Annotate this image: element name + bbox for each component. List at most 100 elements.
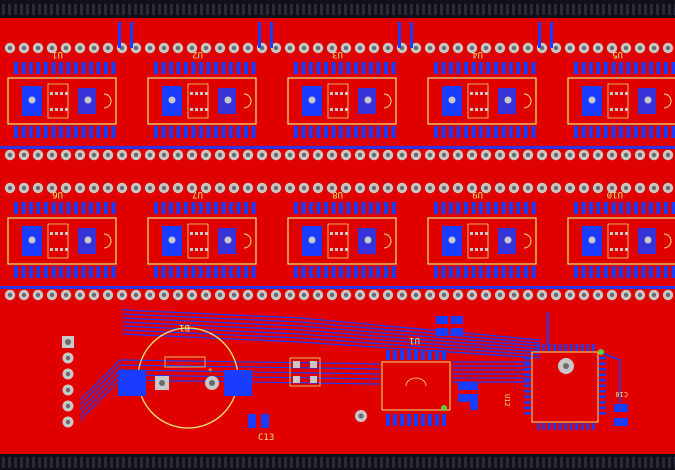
pin-drill — [371, 185, 377, 191]
module-pad — [66, 266, 71, 278]
pin-drill — [357, 185, 363, 191]
battery-b1[interactable]: B1 + — [118, 322, 252, 429]
module-pad — [441, 126, 446, 138]
pin-drill — [595, 152, 601, 158]
module-pad — [354, 126, 358, 138]
edge-pin — [614, 457, 617, 468]
ic-pin — [428, 350, 432, 360]
edge-pin — [242, 457, 245, 468]
left-connector[interactable] — [62, 336, 74, 428]
module-pad — [214, 126, 218, 138]
edge-pin — [482, 457, 485, 468]
module-pad — [604, 126, 608, 138]
edge-pin — [596, 457, 599, 468]
pin-drill — [441, 45, 447, 51]
edge-pin — [524, 4, 527, 15]
module-pad — [169, 62, 173, 74]
inner-pad — [470, 108, 473, 111]
ic-pin — [414, 414, 418, 426]
edge-pin — [578, 457, 581, 468]
module-pad — [316, 202, 321, 214]
module-pad — [191, 266, 196, 278]
qfp-pin — [599, 401, 606, 404]
module-pad — [531, 126, 536, 138]
inner-pad — [615, 108, 618, 111]
qfp-pin — [592, 344, 595, 351]
inner-pad — [480, 248, 483, 251]
pin-drill — [511, 185, 517, 191]
module-pad — [324, 202, 328, 214]
edge-pin — [620, 457, 623, 468]
pin-drill — [217, 185, 223, 191]
capacitor-c13[interactable]: C13 — [248, 414, 274, 443]
pin-drill — [49, 45, 55, 51]
pin-drill — [119, 185, 125, 191]
mcu-qfp[interactable] — [524, 344, 606, 430]
pin-drill — [91, 45, 97, 51]
pin-drill — [35, 185, 41, 191]
edge-pin — [14, 4, 17, 15]
module-pad — [66, 62, 71, 74]
inner-pad — [485, 108, 488, 111]
module-pad — [236, 126, 241, 138]
inner-pad — [480, 108, 483, 111]
module-pad — [339, 202, 343, 214]
edge-pin — [116, 4, 119, 15]
module-pad — [104, 62, 108, 74]
edge-pin — [74, 4, 77, 15]
edge-pin — [206, 457, 209, 468]
inner-via — [28, 96, 36, 104]
inner-pad — [340, 92, 343, 95]
pin-drill — [231, 185, 237, 191]
module-pad — [434, 62, 438, 74]
qfp-pin — [524, 368, 531, 371]
connector-drill — [65, 419, 71, 425]
edge-pin — [458, 457, 461, 468]
module-pad — [229, 202, 233, 214]
capacitor-c12[interactable] — [436, 316, 463, 336]
capacitor-c10[interactable]: C10 — [614, 390, 628, 426]
pin-drill — [651, 152, 657, 158]
pin-drill — [203, 185, 209, 191]
edge-pin — [464, 457, 467, 468]
inner-pad — [50, 248, 53, 251]
edge-pin — [404, 4, 407, 15]
pin-drill — [539, 292, 545, 298]
pin-drill — [413, 45, 419, 51]
ic-pin — [400, 414, 404, 426]
module-pad — [154, 202, 158, 214]
edge-pin — [152, 4, 155, 15]
inner-pad — [200, 108, 203, 111]
edge-pin — [140, 4, 143, 15]
edge-pin — [98, 4, 101, 15]
module-pad — [656, 62, 661, 74]
inner-pad — [60, 108, 63, 111]
module-pad — [589, 62, 593, 74]
module-pad — [51, 202, 56, 214]
edge-pin — [338, 457, 341, 468]
display-module: U6 — [7, 189, 117, 278]
edge-pin — [632, 457, 635, 468]
module-pad — [309, 266, 313, 278]
pin-drill — [91, 185, 97, 191]
ic-u11[interactable]: U1 — [381, 335, 451, 426]
edge-pin — [524, 457, 527, 468]
module-pad — [199, 266, 203, 278]
module-pad — [244, 202, 248, 214]
pin-drill — [553, 292, 559, 298]
inner-pad — [50, 108, 53, 111]
pin-drill — [567, 292, 573, 298]
edge-pin — [20, 457, 23, 468]
module-label: U6 — [52, 189, 63, 199]
inner-pad — [190, 248, 193, 251]
module-pad — [479, 202, 483, 214]
pin-drill — [7, 185, 13, 191]
edge-pin — [182, 4, 185, 15]
module-pad — [634, 202, 638, 214]
module-pad — [626, 266, 631, 278]
edge-pin — [602, 457, 605, 468]
pin-drill — [91, 152, 97, 158]
